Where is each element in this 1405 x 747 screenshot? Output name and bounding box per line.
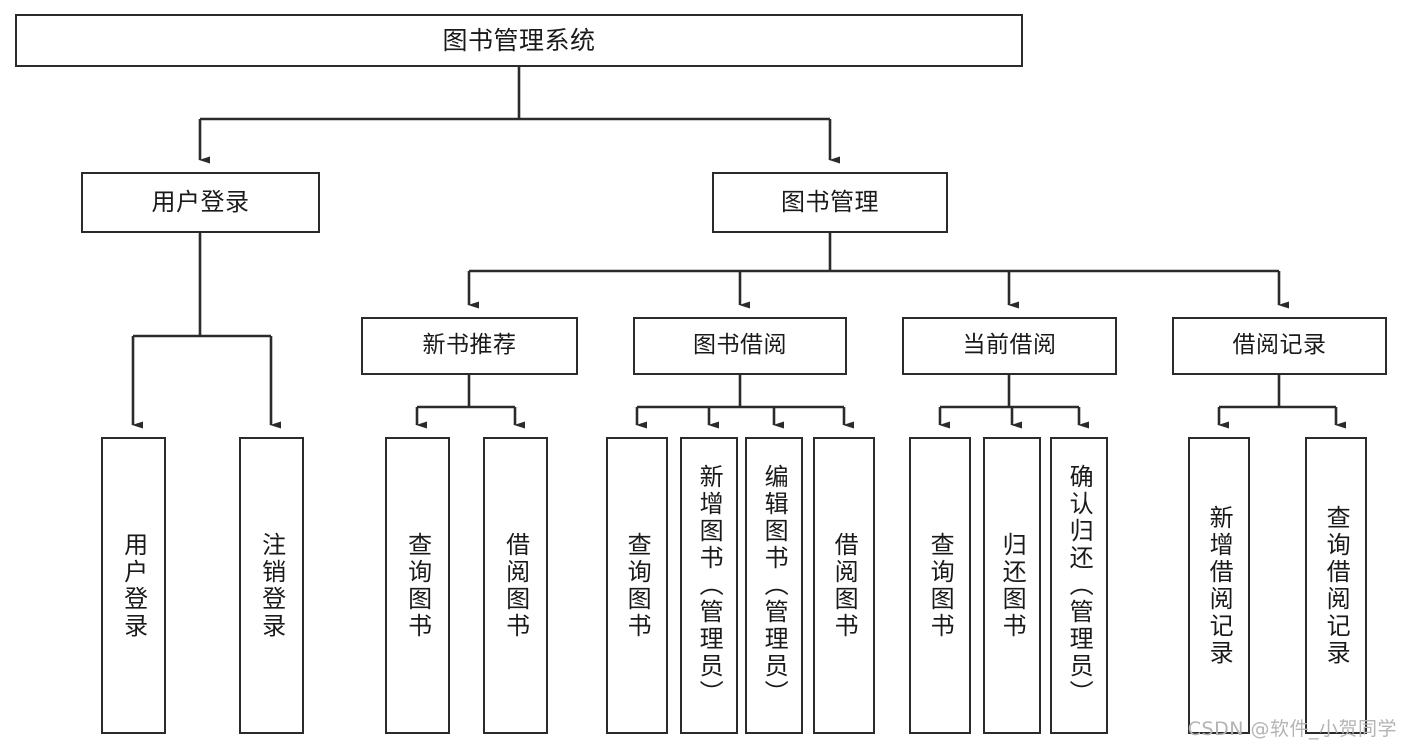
leaf-confirm-return[interactable]: 确认归还（管理员） <box>1050 437 1108 734</box>
leaf-query-book-borrow-label: 查询图书 <box>623 531 652 640</box>
node-book-borrow[interactable]: 图书借阅 <box>633 317 847 375</box>
leaf-query-record[interactable]: 查询借阅记录 <box>1305 437 1367 734</box>
leaf-borrow-book-rec-label: 借阅图书 <box>501 531 530 640</box>
node-root-system-label: 图书管理系统 <box>442 25 596 55</box>
leaf-user-login[interactable]: 用户登录 <box>101 437 166 734</box>
leaf-add-book[interactable]: 新增图书（管理员） <box>680 437 738 734</box>
leaf-user-login-label: 用户登录 <box>119 531 148 640</box>
node-borrow-record-label: 借阅记录 <box>1232 332 1327 359</box>
leaf-return-book[interactable]: 归还图书 <box>983 437 1041 734</box>
node-user-login[interactable]: 用户登录 <box>81 172 320 233</box>
leaf-query-book-borrow[interactable]: 查询图书 <box>606 437 668 734</box>
leaf-query-book-current[interactable]: 查询图书 <box>909 437 971 734</box>
node-book-borrow-label: 图书借阅 <box>693 332 787 359</box>
leaf-add-record[interactable]: 新增借阅记录 <box>1188 437 1250 734</box>
node-user-login-label: 用户登录 <box>151 188 250 217</box>
node-new-book-recommend[interactable]: 新书推荐 <box>361 317 578 375</box>
leaf-logout-label: 注销登录 <box>257 531 286 640</box>
leaf-logout[interactable]: 注销登录 <box>239 437 304 734</box>
csdn-watermark: CSDN @软件_小贺同学 <box>1187 718 1397 740</box>
node-new-book-recommend-label: 新书推荐 <box>422 332 517 359</box>
leaf-return-book-label: 归还图书 <box>998 531 1027 640</box>
leaf-confirm-return-label: 确认归还（管理员） <box>1065 464 1094 707</box>
leaf-borrow-book-label: 借阅图书 <box>830 531 859 640</box>
node-root-system[interactable]: 图书管理系统 <box>15 14 1023 67</box>
leaf-query-book-rec[interactable]: 查询图书 <box>385 437 450 734</box>
node-current-borrow-label: 当前借阅 <box>962 332 1057 359</box>
leaf-query-book-current-label: 查询图书 <box>926 531 955 640</box>
leaf-add-record-label: 新增借阅记录 <box>1205 504 1234 667</box>
leaf-borrow-book-rec[interactable]: 借阅图书 <box>483 437 548 734</box>
node-current-borrow[interactable]: 当前借阅 <box>902 317 1117 375</box>
node-borrow-record[interactable]: 借阅记录 <box>1172 317 1387 375</box>
leaf-borrow-book[interactable]: 借阅图书 <box>813 437 875 734</box>
leaf-add-book-label: 新增图书（管理员） <box>695 464 724 707</box>
leaf-query-record-label: 查询借阅记录 <box>1322 504 1351 667</box>
node-book-manage-label: 图书管理 <box>781 188 879 217</box>
leaf-edit-book[interactable]: 编辑图书（管理员） <box>745 437 803 734</box>
leaf-query-book-rec-label: 查询图书 <box>403 531 432 640</box>
leaf-edit-book-label: 编辑图书（管理员） <box>760 464 789 707</box>
node-book-manage[interactable]: 图书管理 <box>712 172 948 233</box>
